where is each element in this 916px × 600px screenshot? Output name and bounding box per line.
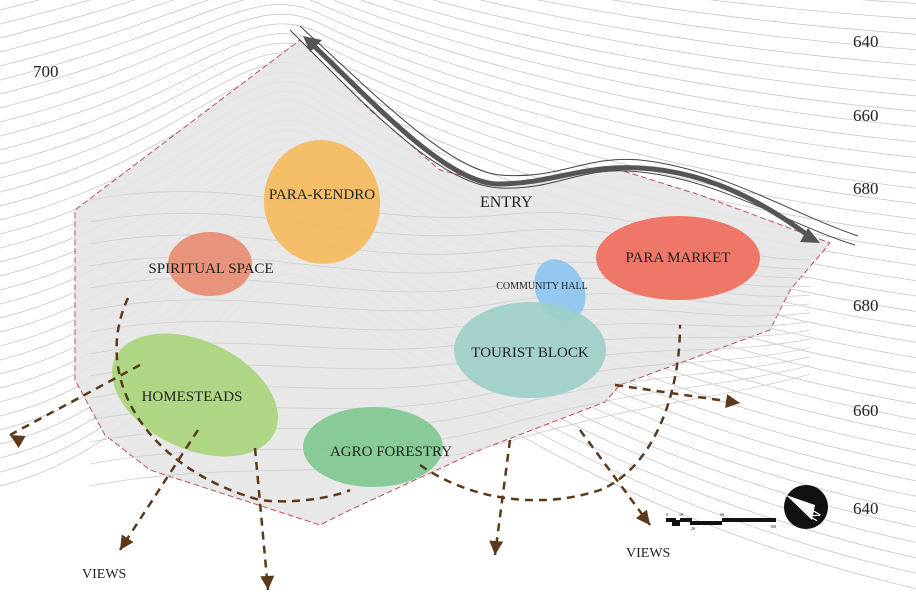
contour-line: [0, 0, 916, 112]
view-line: [253, 447, 270, 591]
arrowhead-icon: [303, 36, 322, 52]
scale-tick: 10: [679, 512, 683, 517]
scale-tick: 100: [770, 524, 776, 529]
view-line: [118, 429, 200, 551]
north-arrow-icon: N: [784, 485, 828, 529]
contour-line: [0, 13, 916, 174]
zone-shape: [454, 302, 606, 398]
contour-label: 660: [853, 401, 879, 420]
contour-line: [610, 0, 916, 35]
scale-tick: 0: [666, 512, 668, 517]
scale-tick: 50: [720, 512, 724, 517]
arrowhead-icon: [800, 228, 820, 243]
arrowhead-icon: [120, 534, 134, 550]
views-label: VIEWS: [626, 546, 670, 561]
contour-line: [0, 23, 916, 189]
contour-line: [536, 0, 916, 50]
contour-line: [0, 0, 916, 66]
zone-label: PARA-KENDRO: [269, 187, 375, 203]
zone-agro-forestry[interactable]: AGRO FORESTRY: [303, 407, 452, 487]
contour-line: [0, 4, 916, 158]
contour-line: [0, 42, 916, 220]
contour-label: 700: [33, 62, 59, 81]
zone-shape: [596, 216, 760, 300]
scale-tick: 20: [691, 526, 695, 531]
contour-line: [0, 0, 916, 97]
arrowhead-icon: [10, 435, 26, 449]
contour-line: [0, 0, 916, 143]
zone-label: TOURIST BLOCK: [471, 345, 589, 361]
zone-homesteads[interactable]: HOMESTEADS: [92, 309, 297, 481]
views-label: VIEWS: [82, 567, 126, 582]
contour-label: 680: [853, 179, 879, 198]
contour-line: [0, 0, 916, 81]
contour-label: 640: [853, 499, 879, 518]
zone-label: HOMESTEADS: [142, 389, 243, 405]
arrowhead-icon: [489, 540, 504, 555]
view-line: [614, 383, 741, 405]
contour-label: 640: [853, 32, 879, 51]
view-line: [493, 439, 512, 556]
arrowhead-icon: [635, 509, 650, 525]
view-line: [9, 363, 141, 437]
contour-line: [860, 0, 916, 4]
contour-line: [0, 33, 916, 204]
entry-road-arrow: [306, 38, 814, 241]
contour-label: 680: [853, 296, 879, 315]
view-line: [578, 429, 652, 526]
view-arrows: [9, 297, 741, 591]
arrowhead-icon: [260, 575, 275, 590]
road-edge: [289, 29, 856, 246]
contour-line: [89, 374, 811, 487]
contour-line: [0, 0, 916, 127]
road-edge: [299, 25, 859, 237]
zone-label: PARA MARKET: [626, 250, 731, 266]
view-line: [115, 297, 351, 503]
zone-shape: [168, 232, 252, 296]
entry-label: ENTRY: [480, 194, 533, 211]
zone-tourist-block[interactable]: TOURIST BLOCK: [454, 302, 606, 398]
view-line: [419, 324, 682, 502]
zone-para-market[interactable]: PARA MARKET: [596, 216, 760, 300]
contour-label: 660: [853, 106, 879, 125]
zone-shape: [303, 407, 443, 487]
zone-para-kendro[interactable]: PARA-KENDRO: [254, 131, 390, 273]
arrowhead-icon: [725, 394, 740, 408]
zone-label: SPIRITUAL SPACE: [148, 261, 273, 277]
contour-line: [709, 0, 916, 20]
zone-label: AGRO FORESTRY: [330, 444, 452, 460]
zone-label: COMMUNITY HALL: [496, 281, 588, 292]
scale-bar: 0 10 20 50 100: [666, 512, 776, 531]
zone-spiritual-space[interactable]: SPIRITUAL SPACE: [148, 232, 274, 296]
zone-shape: [112, 333, 278, 457]
zone-shape: [263, 140, 381, 264]
contour-line: [89, 293, 811, 312]
